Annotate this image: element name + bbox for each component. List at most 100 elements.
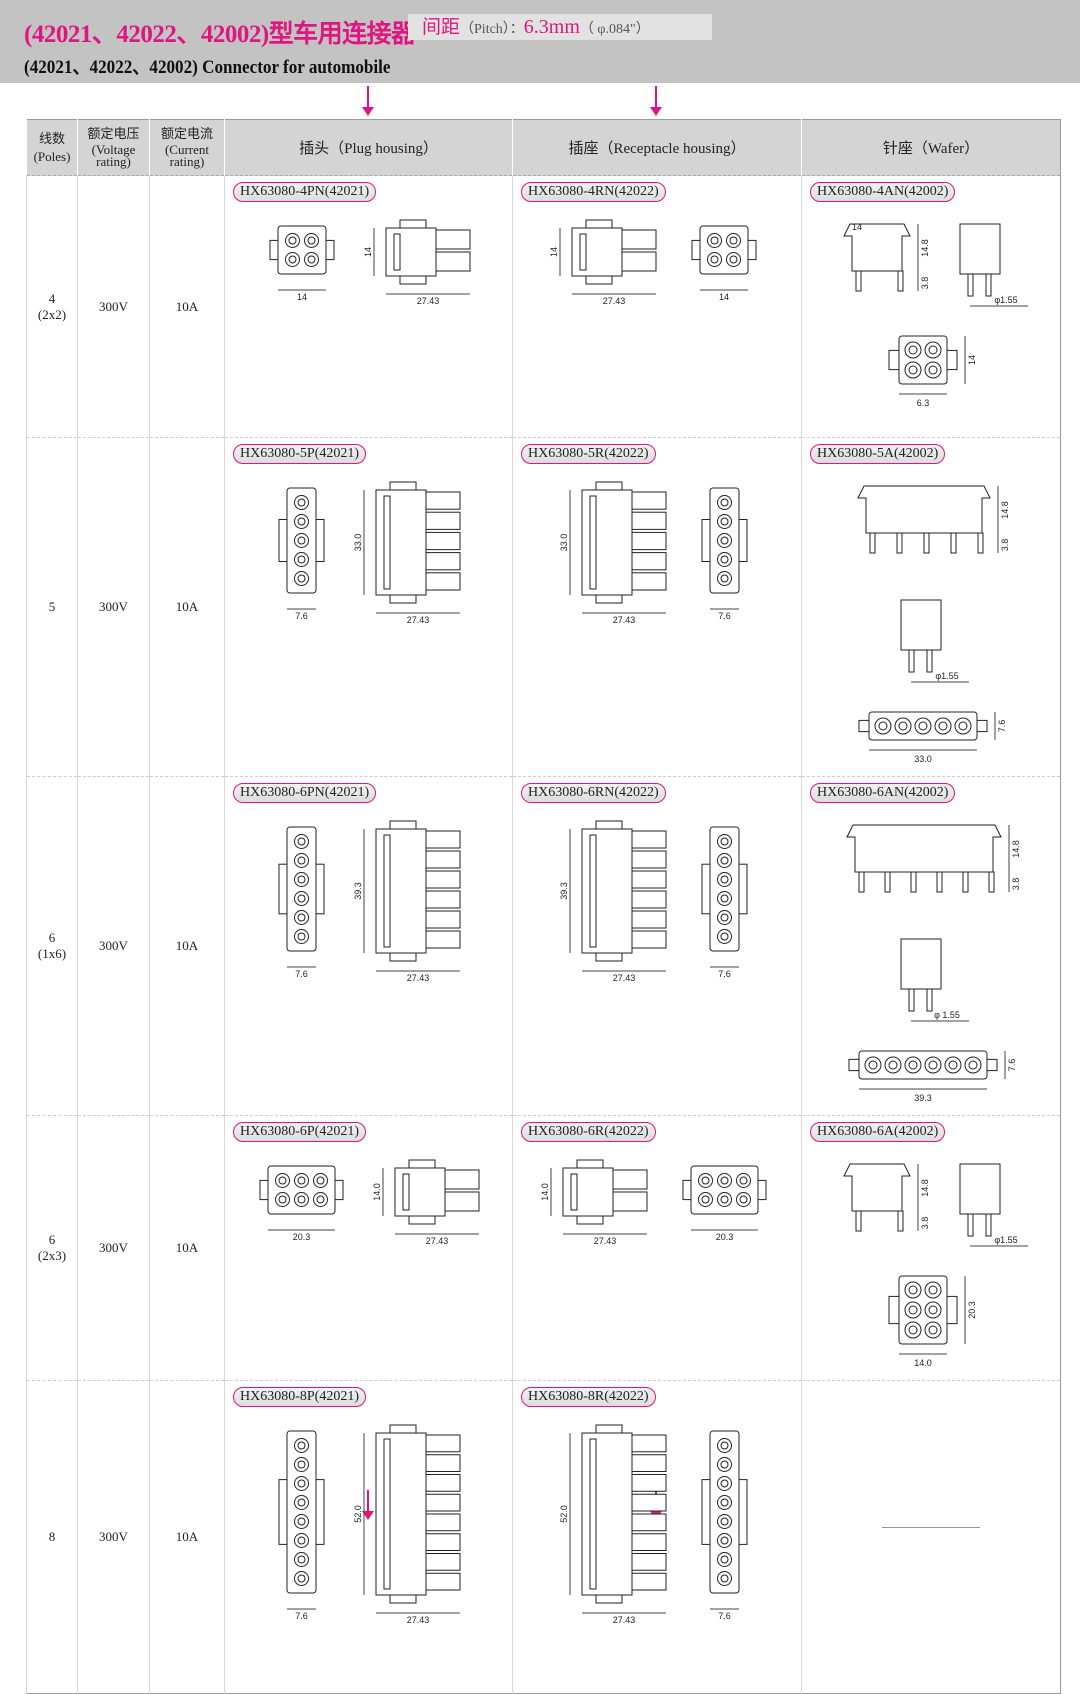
front-view-drawing: 14	[691, 225, 757, 302]
dimension-label: 6.3	[917, 398, 930, 408]
part-number-label: HX63080-5P(42021)	[233, 444, 366, 464]
title-en: (42021、42022、42002) Connector for automo…	[24, 57, 391, 78]
wafer-side-drawing: 14.83.8	[843, 1163, 930, 1232]
voltage-cell: 300V	[77, 437, 150, 777]
dimension-label: 27.43	[407, 1615, 430, 1625]
dimension-label: φ1.55	[994, 1235, 1017, 1245]
part-number-label: HX63080-6PN(42021)	[233, 783, 377, 803]
pitch-inch: （ φ.084"）	[579, 22, 650, 37]
dimension-label: 7.6	[718, 969, 731, 979]
dimension-label: 33.0	[353, 534, 363, 552]
dimension-label: 27.43	[612, 615, 635, 625]
dimension-label: 27.43	[593, 1236, 616, 1246]
plug-cell: HX63080-8P(42021) 7.6 52.0 27.43	[224, 1380, 513, 1694]
part-number-label: HX63080-6P(42021)	[233, 1122, 366, 1142]
front-view-drawing: 7.6	[278, 1430, 325, 1621]
dimension-label: 14	[296, 292, 306, 302]
side-view-drawing: 14.0 27.43	[372, 1159, 480, 1246]
poles-cell: 4(2x2)	[26, 175, 78, 438]
arrow-down-icon	[650, 86, 662, 116]
col-plug: 插头（Plug housing）	[224, 119, 513, 176]
front-view-drawing: 7.6	[278, 487, 325, 621]
side-view-drawing: 52.0 27.43	[559, 1424, 666, 1625]
dimension-label: 14	[549, 247, 559, 257]
part-number-label: HX63080-6R(42022)	[521, 1122, 656, 1142]
current-cell: 10A	[149, 437, 225, 777]
side-view-drawing: 52.0 27.43	[353, 1424, 461, 1625]
part-number-label: HX63080-4RN(42022)	[521, 182, 666, 202]
wafer-end-drawing: φ1.55	[900, 599, 969, 683]
dimension-label: 27.43	[426, 1236, 449, 1246]
dimension-label: 27.43	[407, 973, 430, 983]
wafer-end-drawing: φ1.55	[959, 223, 1028, 307]
part-number-label: HX63080-6AN(42002)	[810, 783, 956, 803]
dimension-label: 20.3	[715, 1232, 733, 1242]
dimension-label: 7.6	[997, 720, 1007, 733]
dimension-label: 14.8	[1000, 501, 1010, 519]
dimension-label: 27.43	[603, 296, 626, 306]
arrow-down-icon	[362, 86, 374, 116]
title-band	[0, 0, 1080, 83]
plug-cell: HX63080-6P(42021) 20.3 14.0 27.43	[224, 1115, 513, 1381]
wafer-side-drawing: 14.83.8	[857, 485, 1010, 554]
dimension-label: 20.3	[967, 1301, 977, 1319]
dimension-label: 39.3	[559, 882, 569, 900]
dimension-label: 52.0	[353, 1505, 363, 1523]
plug-cell: HX63080-6PN(42021) 7.6 39.3 27.43	[224, 776, 513, 1116]
dimension-label: 14.0	[914, 1358, 932, 1368]
pitch-box: 间距（Pitch）：6.3mm（ φ.084"）	[408, 14, 712, 40]
empty-divider	[882, 1527, 980, 1528]
col-receptacle: 插座（Receptacle housing）	[512, 119, 802, 176]
dimension-label: 39.3	[353, 882, 363, 900]
dimension-label: 39.3	[914, 1093, 932, 1103]
wafer-end-drawing: φ 1.55	[900, 938, 969, 1022]
front-view-drawing: 7.6	[701, 487, 747, 621]
part-number-label: HX63080-8P(42021)	[233, 1387, 366, 1407]
pitch-value: 6.3mm	[523, 16, 580, 38]
part-number-label: HX63080-5R(42022)	[521, 444, 656, 464]
part-number-label: HX63080-8R(42022)	[521, 1387, 656, 1407]
receptacle-cell: HX63080-8R(42022) 52.0 27.43 7.6	[512, 1380, 802, 1694]
dimension-label: 7.6	[295, 969, 308, 979]
dimension-label: 14.0	[372, 1183, 382, 1201]
dimension-label: 52.0	[559, 1505, 569, 1523]
poles-cell: 8	[26, 1380, 78, 1694]
dimension-label: 14	[852, 222, 863, 232]
dimension-label: 20.3	[293, 1232, 311, 1242]
dimension-label: 14	[719, 292, 729, 302]
wafer-top-drawing: 39.37.6	[848, 1050, 1017, 1103]
receptacle-cell: HX63080-4RN(42022) 14 27.43 14	[512, 175, 802, 438]
current-cell: 10A	[149, 1115, 225, 1381]
pitch-label-cn: 间距	[422, 17, 461, 38]
side-view-drawing: 14.027.43	[540, 1159, 647, 1246]
current-cell: 10A	[149, 776, 225, 1116]
part-number-label: HX63080-4AN(42002)	[810, 182, 956, 202]
side-view-drawing: 33.027.43	[353, 481, 461, 625]
dimension-label: 3.8	[1011, 878, 1021, 891]
dimension-label: 14.8	[1011, 840, 1021, 858]
col-poles: 线数(Poles)	[26, 119, 78, 176]
voltage-cell: 300V	[77, 776, 150, 1116]
front-view-drawing: 7.6	[278, 826, 325, 979]
front-view-drawing: 20.3	[682, 1165, 766, 1242]
wafer-top-drawing: 14.0 20.3	[888, 1275, 977, 1368]
voltage-cell: 300V	[77, 1115, 150, 1381]
dimension-label: 27.43	[612, 1615, 635, 1625]
current-cell: 10A	[149, 1380, 225, 1694]
dimension-label: φ 1.55	[934, 1010, 960, 1020]
wafer-cell	[801, 1380, 1061, 1694]
side-view-drawing: 39.327.43	[559, 820, 666, 983]
dimension-label: 7.6	[295, 1611, 308, 1621]
dimension-label: 7.6	[718, 1611, 731, 1621]
side-view-drawing: 39.3 27.43	[353, 820, 461, 983]
dimension-label: 14	[363, 247, 373, 257]
